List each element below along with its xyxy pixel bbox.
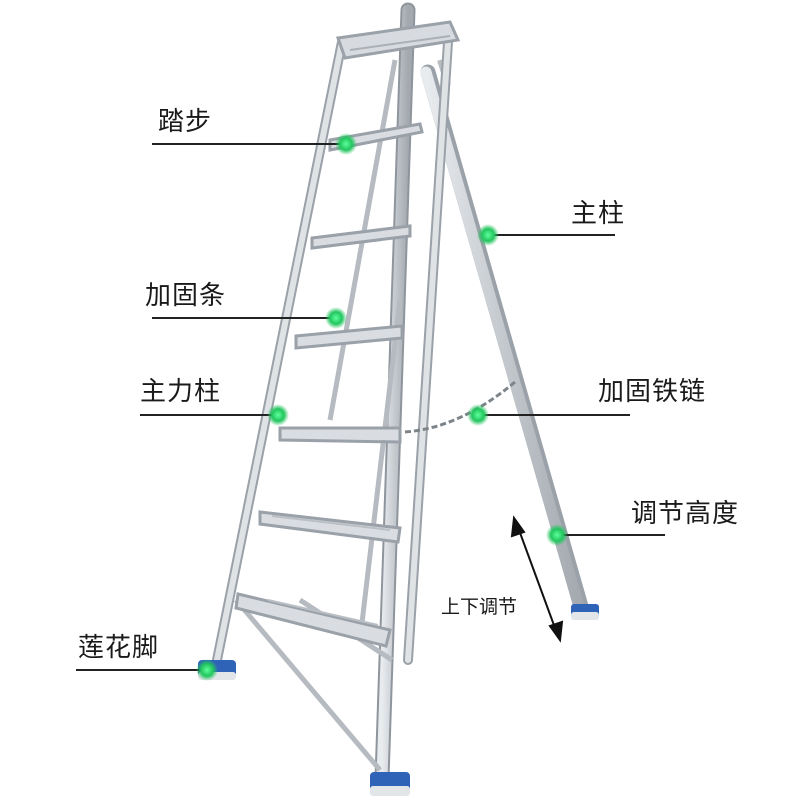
chain bbox=[404, 380, 516, 434]
leader-lines bbox=[76, 143, 665, 671]
steps bbox=[234, 122, 424, 648]
adjust-hint: 上下调节 bbox=[441, 596, 518, 618]
top-platform bbox=[335, 20, 461, 60]
marker-zhuzhu bbox=[477, 224, 499, 246]
marker-jiagutiao bbox=[325, 307, 347, 329]
label-lianhuajiao: 莲花脚 bbox=[78, 633, 160, 663]
callout-markers bbox=[196, 133, 568, 681]
marker-tabu bbox=[335, 133, 357, 155]
label-jiagutiao: 加固条 bbox=[145, 281, 227, 311]
feet bbox=[198, 604, 599, 796]
label-tiaojiegaodu: 调节高度 bbox=[631, 499, 740, 529]
label-zhuzhu: 主柱 bbox=[571, 199, 626, 229]
marker-tiaojiegaodu bbox=[546, 524, 568, 546]
marker-zhulizhu bbox=[267, 404, 289, 426]
adjust-arrow bbox=[510, 515, 564, 643]
marker-jiagutielian bbox=[467, 404, 489, 426]
marker-lianhuajiao bbox=[196, 659, 218, 681]
label-jiagutielian: 加固铁链 bbox=[598, 377, 707, 407]
label-zhulizhu: 主力柱 bbox=[140, 377, 222, 407]
label-tabu: 踏步 bbox=[158, 107, 213, 137]
ladder-rails bbox=[211, 2, 453, 786]
